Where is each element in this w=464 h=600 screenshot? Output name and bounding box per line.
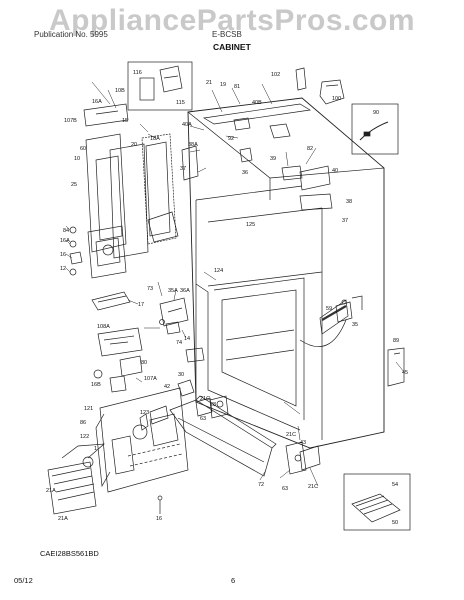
callout-16: 16 [60,252,66,258]
callout-38a: 38A [188,142,198,148]
callout-54: 54 [392,482,398,488]
callout-63-low: 63 [282,486,288,492]
callout-21-top: 21 [206,80,212,86]
callout-39: 39 [270,156,276,162]
callout-100: 100 [332,96,341,102]
callout-16b: 16B [91,382,101,388]
inset-box-bin [343,473,411,531]
callout-60-top: 60 [80,146,86,152]
callout-123: 123 [140,410,149,416]
control-panel-lower [95,387,189,493]
callout-36: 36 [242,170,248,176]
callout-12: 12 [60,266,66,272]
callout-17: 17 [138,302,144,308]
kick-plate [169,395,277,477]
callout-50: 50 [392,520,398,526]
callout-73: 73 [147,286,153,292]
callout-125: 125 [246,222,255,228]
right-detail-parts [335,295,363,323]
callout-38: 38 [346,199,352,205]
top-rail [202,103,333,211]
callout-14: 14 [184,336,190,342]
model-code-header: E-BCSB [212,30,242,39]
callout-40a: 40A [182,122,192,128]
callout-1: 1 [94,446,97,452]
callout-92: 92 [228,136,234,142]
callout-37-right: 37 [342,218,348,224]
bottom-screw [157,495,163,514]
callout-19: 19 [220,82,226,88]
callout-124: 124 [214,268,223,274]
left-hinge-stack [69,225,127,279]
part-callout-labels: 116 115 102 100 90 10B 16A 107B 15 18A 2… [46,70,408,526]
drawer-rail-left [91,291,205,363]
callout-86: 86 [80,420,86,426]
callout-84: 84 [63,228,69,234]
callout-15: 15 [122,118,128,124]
callout-16a-left: 16A [60,238,70,244]
callout-36a: 36A [180,288,190,294]
callout-20: 20 [131,142,137,148]
callout-122: 122 [80,434,89,440]
callout-42: 42 [164,384,170,390]
callout-45: 45 [402,370,408,376]
callout-21c-mid: 21C [200,396,210,402]
callout-107b: 107B [64,118,77,124]
callout-89: 89 [393,338,399,344]
center-small-parts [139,379,229,431]
inset-box-top [127,61,193,111]
control-housing [93,327,143,393]
page-number: 6 [231,576,236,585]
callout-35: 35 [352,322,358,328]
leader-lines [65,81,405,487]
callout-21a-a: 21A [46,488,56,494]
callout-10b: 10B [115,88,125,94]
callout-108a: 108A [97,324,110,330]
callout-37: 37 [180,166,186,172]
model-number: CAEI28BS561BD [40,549,99,558]
left-door-liner [83,103,199,259]
callout-43: 43 [300,440,306,446]
publication-number: Publication No. 5995 [34,30,108,39]
callout-30: 30 [178,372,184,378]
callout-21a-b: 21A [58,516,68,522]
callout-90: 90 [373,110,379,116]
callout-63-mid: 63 [200,416,206,422]
footer-date: 05/12 [14,576,33,585]
section-title: CABINET [213,42,251,52]
callout-74: 74 [176,340,182,346]
callout-40b: 40B [252,100,262,106]
callout-80: 80 [141,360,147,366]
callout-35a: 35A [168,288,178,294]
callout-18a: 18A [150,136,160,142]
callout-107a: 107A [144,376,157,382]
callout-21c-low: 21C [308,484,318,490]
inset-box-wire [351,103,399,155]
callout-25: 25 [71,182,77,188]
callout-81: 81 [234,84,240,90]
louver-grille [47,443,106,515]
callout-16a-top: 16A [92,99,102,105]
callout-21c-right: 21C [286,432,296,438]
callout-16-bottom: 16 [156,516,162,522]
callout-115: 115 [176,100,185,106]
upper-hinge-parts [295,67,345,105]
callout-82: 82 [307,146,313,152]
callout-121: 121 [84,406,93,412]
callout-28: 28 [210,402,216,408]
callout-102: 102 [271,72,280,78]
callout-72: 72 [258,482,264,488]
watermark: AppliancePartsPros.com [48,4,416,37]
callout-10: 10 [74,156,80,162]
callout-40: 40 [332,168,338,174]
lower-hinge-right [285,347,405,475]
callout-116: 116 [133,70,142,76]
callout-59: 59 [326,306,332,312]
